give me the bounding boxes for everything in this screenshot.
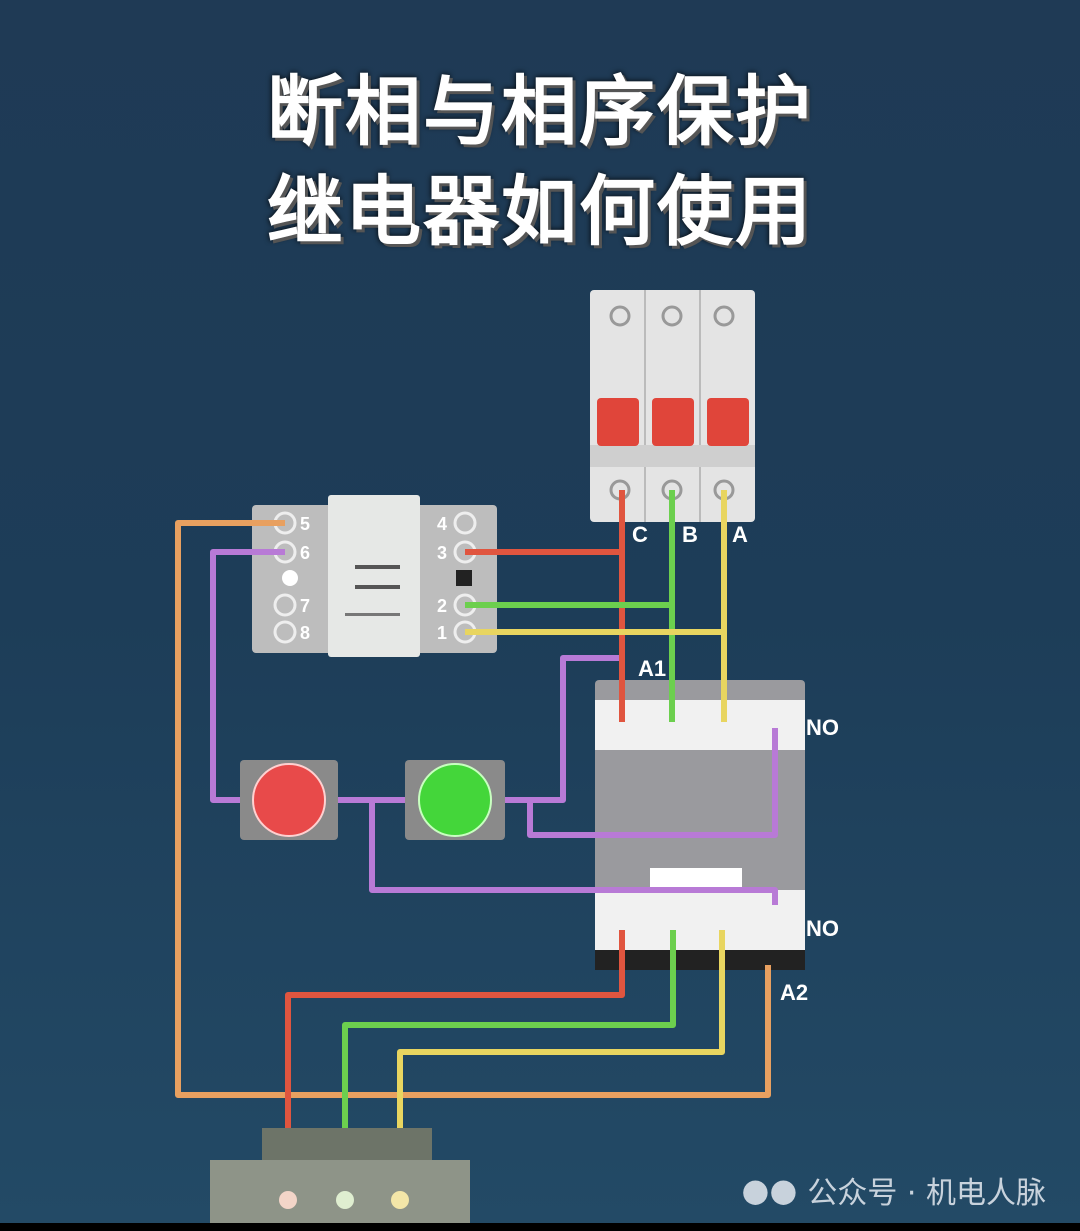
motor [210, 1128, 470, 1225]
contactor-no-bottom-label: NO [806, 916, 839, 941]
terminal-2: 2 [437, 596, 447, 616]
watermark-text: 公众号 · 机电人脉 [807, 1176, 1046, 1211]
breaker-toggle-handles[interactable] [597, 398, 749, 446]
wechat-icon: ●● [741, 1171, 798, 1209]
terminal-4: 4 [437, 514, 447, 534]
wires [175, 490, 778, 1200]
wire-yellow-motor [397, 930, 725, 1200]
contactor-a2-label: A2 [780, 980, 808, 1005]
wire-purple-5 [527, 728, 778, 838]
wire-purple-1 [210, 549, 285, 803]
stop-button[interactable] [240, 760, 338, 840]
wire-purple-4 [505, 655, 625, 803]
terminal-8: 8 [300, 623, 310, 643]
circuit-breaker [590, 290, 755, 522]
phase-label-c: C [632, 522, 648, 547]
contactor [595, 680, 805, 970]
contactor-a1-label: A1 [638, 656, 666, 681]
title-line-2: 继电器如何使用 [267, 167, 813, 256]
phase-sequence-relay [252, 495, 497, 657]
watermark: ●● 公众号 · 机电人脉 [742, 1168, 1046, 1212]
phase-label-a: A [732, 522, 748, 547]
terminal-3: 3 [437, 543, 447, 563]
wire-green-motor [342, 930, 676, 1200]
wire-purple-3 [369, 800, 778, 905]
terminal-1: 1 [437, 623, 447, 643]
terminal-6: 6 [300, 543, 310, 563]
terminal-5: 5 [300, 514, 310, 534]
wire-orange [175, 520, 771, 1098]
start-button[interactable] [405, 760, 505, 840]
contactor-no-top-label: NO [806, 715, 839, 740]
phase-label-b: B [682, 522, 698, 547]
title-line-1: 断相与相序保护 [267, 67, 813, 156]
bottom-bar [0, 1223, 1080, 1231]
wire-red-motor [285, 930, 625, 1200]
terminal-7: 7 [300, 596, 310, 616]
